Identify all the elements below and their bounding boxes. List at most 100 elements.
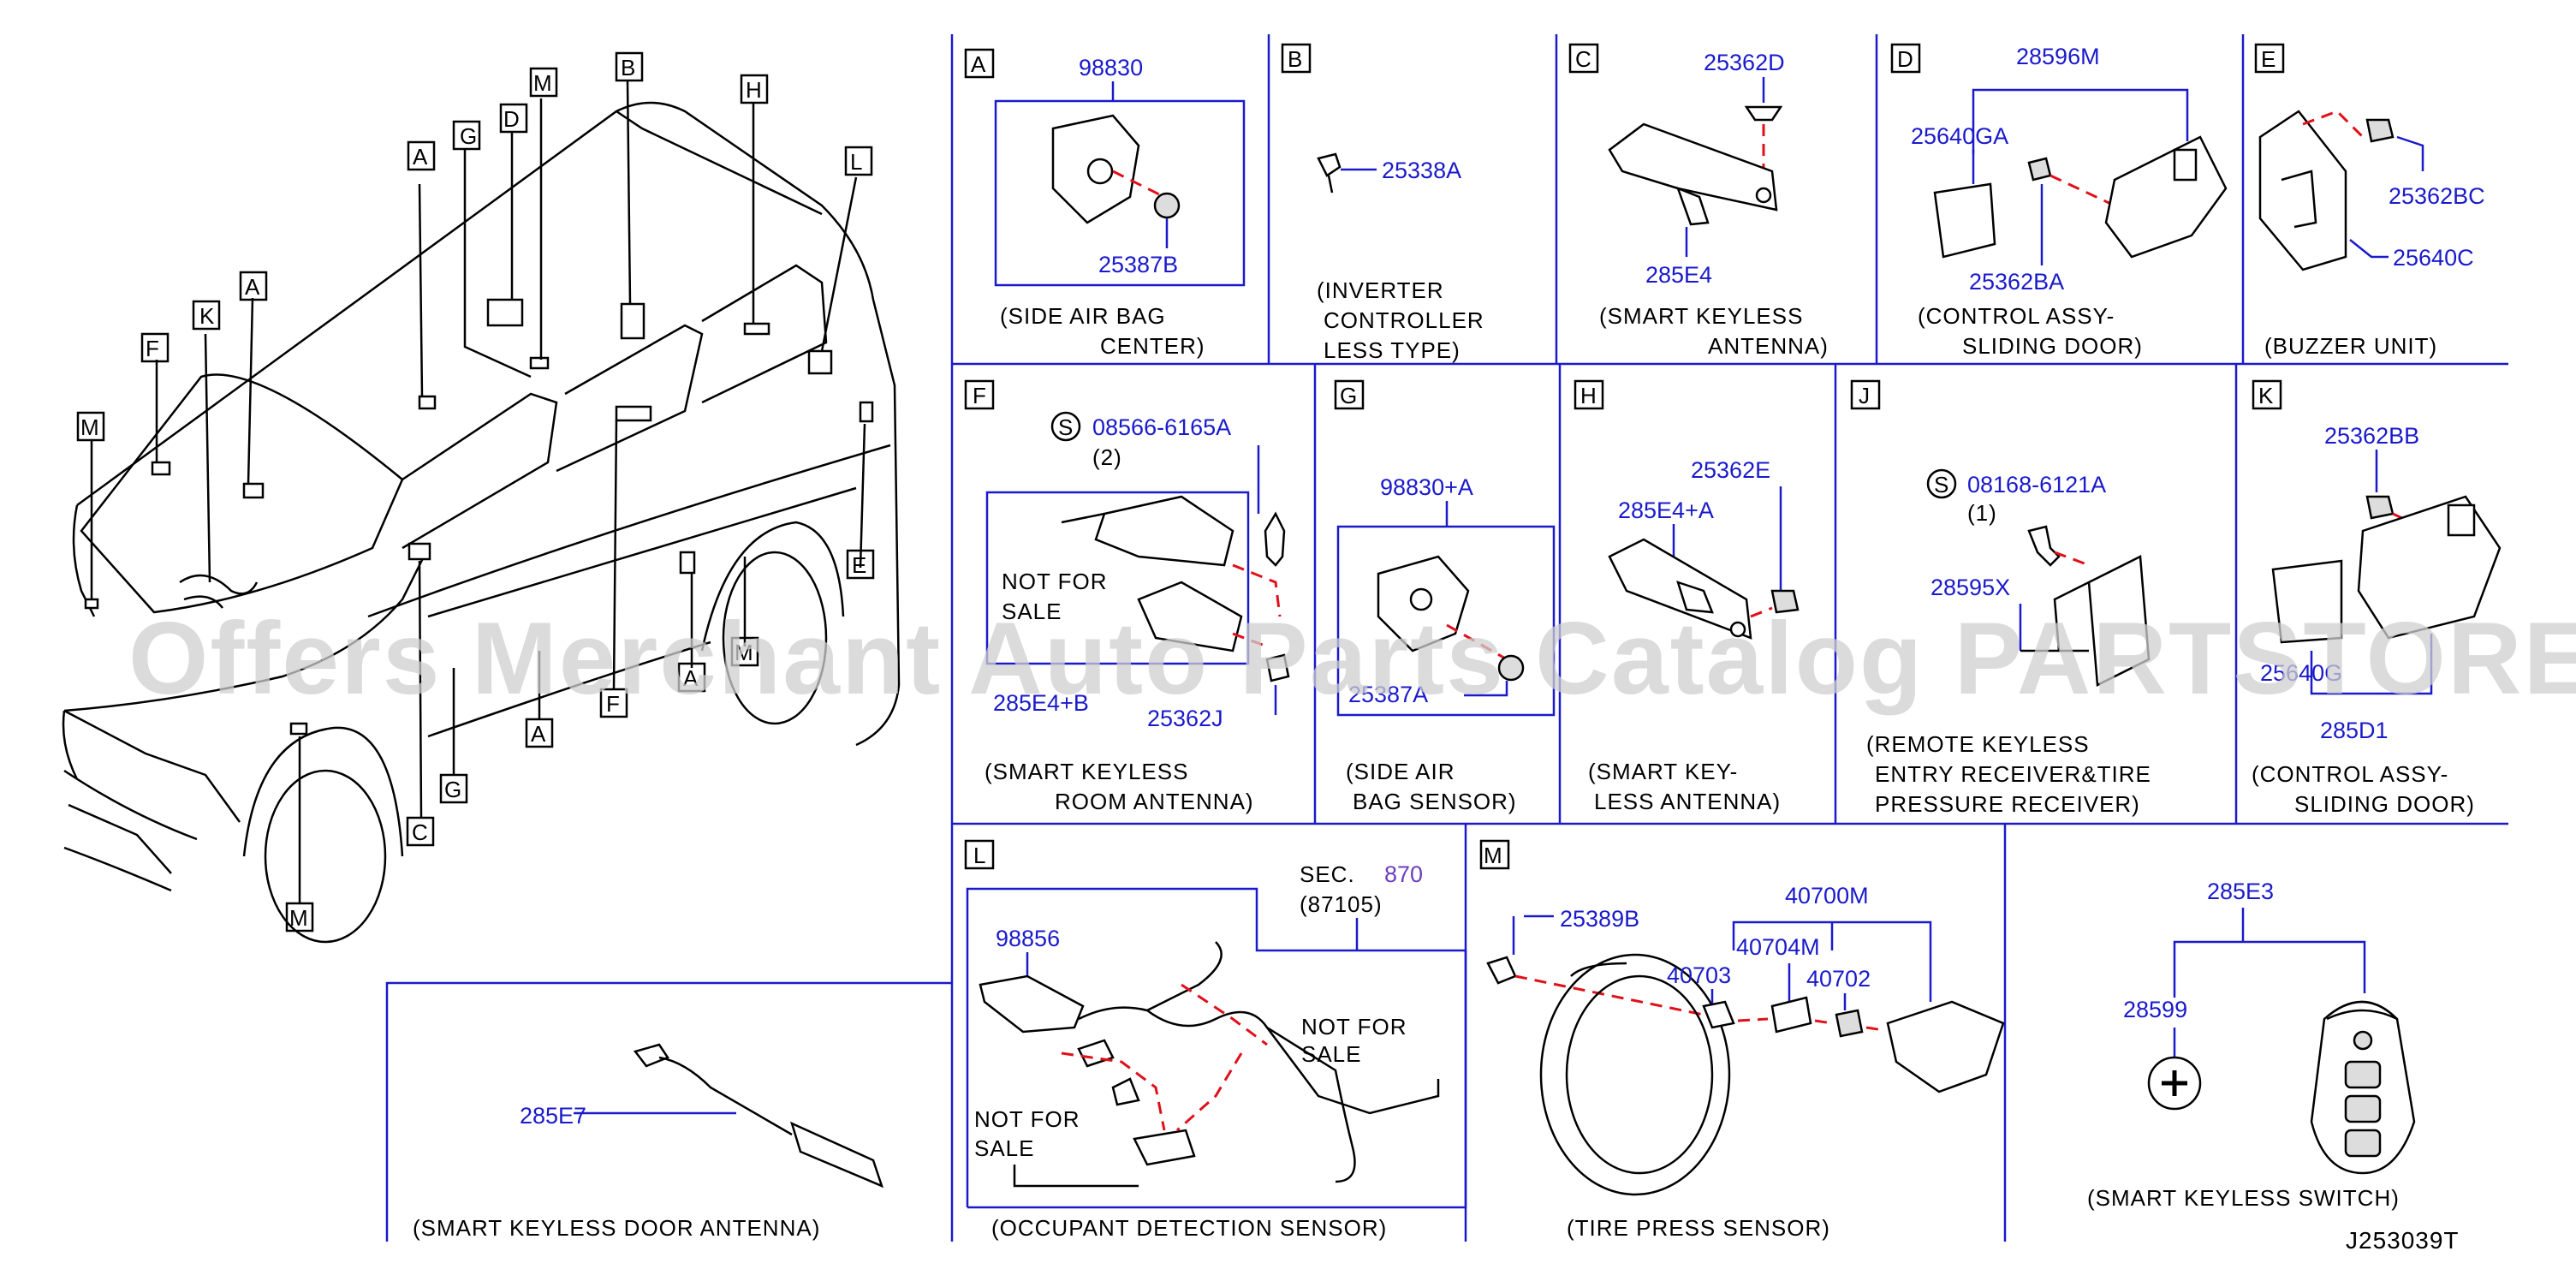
svg-text:LESS ANTENNA): LESS ANTENNA) bbox=[1594, 789, 1781, 814]
svg-text:(REMOTE KEYLESS: (REMOTE KEYLESS bbox=[1866, 731, 2090, 757]
part-40700m[interactable]: 40700M bbox=[1785, 883, 1869, 909]
part-25389b[interactable]: 25389B bbox=[1560, 906, 1639, 932]
callout-a-top: A bbox=[407, 140, 436, 171]
svg-text:(SMART KEY-: (SMART KEY- bbox=[1588, 759, 1738, 784]
part-98830[interactable]: 98830 bbox=[1079, 55, 1143, 80]
svg-text:L: L bbox=[850, 149, 862, 175]
svg-text:A: A bbox=[971, 51, 986, 77]
callout-c: C bbox=[406, 816, 435, 847]
part-285e4-a[interactable]: 285E4+A bbox=[1618, 497, 1714, 523]
svg-text:BAG SENSOR): BAG SENSOR) bbox=[1353, 789, 1517, 814]
clip-h-icon bbox=[743, 322, 770, 336]
svg-text:K: K bbox=[2258, 383, 2274, 408]
part-98830-a[interactable]: 98830+A bbox=[1380, 474, 1473, 500]
part-40703[interactable]: 40703 bbox=[1667, 962, 1731, 988]
part-25362bc[interactable]: 25362BC bbox=[2389, 183, 2485, 209]
part-40702[interactable]: 40702 bbox=[1806, 966, 1871, 992]
svg-text:(2): (2) bbox=[1092, 444, 1122, 470]
part-25640ga[interactable]: 25640GA bbox=[1911, 123, 2008, 149]
battery-icon bbox=[2147, 1056, 2202, 1111]
diagram-id: J253039T bbox=[2346, 1227, 2460, 1254]
callout-m-left: M bbox=[76, 411, 105, 442]
part-28596m[interactable]: 28596M bbox=[2016, 44, 2100, 69]
svg-text:(SIDE AIR BAG: (SIDE AIR BAG bbox=[1000, 303, 1166, 329]
part-285e4-b[interactable]: 285E4+B bbox=[993, 690, 1089, 716]
part-08566-6165a[interactable]: 08566-6165A bbox=[1092, 414, 1231, 440]
part-285d1[interactable]: 285D1 bbox=[2320, 718, 2389, 743]
clip-g-icon bbox=[151, 461, 171, 476]
panel-k: K 25362BB 25640G 285D1 (CONTROL ASSY- SL… bbox=[2252, 379, 2502, 817]
clip-a2-icon bbox=[242, 482, 265, 499]
screw-j-icon bbox=[2027, 525, 2061, 567]
valve-icon bbox=[1770, 996, 1812, 1034]
bracket-icon bbox=[1933, 182, 1996, 259]
callout-j: G bbox=[452, 120, 481, 151]
svg-text:H: H bbox=[746, 77, 762, 103]
svg-text:NOT FOR: NOT FOR bbox=[1002, 569, 1108, 594]
svg-text:NOT FOR: NOT FOR bbox=[974, 1106, 1080, 1132]
svg-text:G: G bbox=[444, 777, 461, 802]
part-25362ba[interactable]: 25362BA bbox=[1969, 269, 2064, 295]
part-40704m[interactable]: 40704M bbox=[1736, 934, 1820, 960]
svg-text:A: A bbox=[531, 721, 546, 747]
part-28599[interactable]: 28599 bbox=[2123, 997, 2187, 1022]
svg-text:M: M bbox=[533, 70, 552, 96]
fob-button-1-icon bbox=[2353, 1030, 2373, 1051]
panel-a: A 98830 25387B (SIDE AIR BAG CENTER) bbox=[964, 48, 1246, 359]
section-link-870[interactable]: 870 bbox=[1384, 861, 1423, 887]
svg-text:SALE: SALE bbox=[1301, 1041, 1362, 1067]
svg-text:M: M bbox=[80, 414, 99, 440]
part-25640c[interactable]: 25640C bbox=[2393, 245, 2474, 271]
clip-m3-icon bbox=[289, 722, 308, 736]
fob-unlock-button-icon bbox=[2344, 1094, 2382, 1123]
antenna-f-icon bbox=[615, 405, 652, 422]
svg-text:F: F bbox=[606, 691, 620, 717]
part-08168-6121a[interactable]: 08168-6121A bbox=[1967, 472, 2106, 497]
part-25362e[interactable]: 25362E bbox=[1691, 457, 1770, 483]
svg-text:M: M bbox=[1484, 843, 1502, 868]
nut-icon bbox=[1153, 192, 1181, 219]
screw-symbol-f bbox=[1050, 411, 1081, 442]
svg-text:(CONTROL ASSY-: (CONTROL ASSY- bbox=[2252, 761, 2448, 787]
callout-e: E bbox=[846, 549, 875, 580]
antenna-icon bbox=[1608, 122, 1778, 212]
part-98856[interactable]: 98856 bbox=[996, 926, 1060, 951]
receiver-icon bbox=[2087, 555, 2151, 687]
part-285e3[interactable]: 285E3 bbox=[2207, 879, 2274, 904]
svg-text:(SMART KEYLESS: (SMART KEYLESS bbox=[1599, 303, 1803, 329]
part-285e7[interactable]: 285E7 bbox=[520, 1103, 586, 1129]
part-285e4[interactable]: 285E4 bbox=[1645, 262, 1712, 288]
part-25362bb[interactable]: 25362BB bbox=[2324, 423, 2419, 449]
part-28595x[interactable]: 28595X bbox=[1931, 575, 2010, 600]
fob-lock-button-icon bbox=[2344, 1060, 2382, 1089]
svg-text:(BUZZER UNIT): (BUZZER UNIT) bbox=[2264, 333, 2437, 359]
part-25387a[interactable]: 25387A bbox=[1348, 682, 1428, 707]
part-25387b[interactable]: 25387B bbox=[1098, 252, 1178, 277]
svg-text:C: C bbox=[412, 819, 428, 845]
control-assy-icon bbox=[2104, 135, 2228, 259]
svg-text:SLIDING DOOR): SLIDING DOOR) bbox=[1962, 333, 2143, 359]
vehicle-drawing bbox=[62, 80, 901, 944]
screw-symbol-j bbox=[1926, 468, 1957, 499]
svg-text:(SMART KEYLESS SWITCH): (SMART KEYLESS SWITCH) bbox=[2087, 1185, 2400, 1211]
bolt-icon bbox=[1317, 152, 1342, 194]
part-25362j[interactable]: 25362J bbox=[1147, 706, 1223, 731]
door-antenna-connector-icon bbox=[633, 1043, 669, 1068]
nut-e-icon bbox=[2365, 118, 2395, 143]
seal-icon bbox=[1835, 1009, 1864, 1038]
svg-text:(SMART KEYLESS: (SMART KEYLESS bbox=[985, 759, 1188, 784]
panel-l: L SEC. 870 (87105) 98856 NOT FOR SALE NO… bbox=[964, 839, 1467, 1241]
svg-text:NOT FOR: NOT FOR bbox=[1301, 1014, 1407, 1040]
part-25640g[interactable]: 25640G bbox=[2260, 660, 2342, 686]
part-25362d[interactable]: 25362D bbox=[1704, 50, 1785, 75]
nut-g-icon bbox=[1497, 654, 1525, 682]
antenna-b-icon bbox=[620, 302, 645, 340]
svg-text:L: L bbox=[973, 843, 985, 868]
svg-text:B: B bbox=[1288, 46, 1302, 72]
panel-m: M 25389B 40700M 40704M 40703 40702 (TIRE… bbox=[1479, 839, 2005, 1241]
nut-d-icon bbox=[2027, 157, 2052, 182]
part-25338a[interactable]: 25338A bbox=[1382, 158, 1461, 183]
nut-k-icon bbox=[2365, 495, 2395, 520]
